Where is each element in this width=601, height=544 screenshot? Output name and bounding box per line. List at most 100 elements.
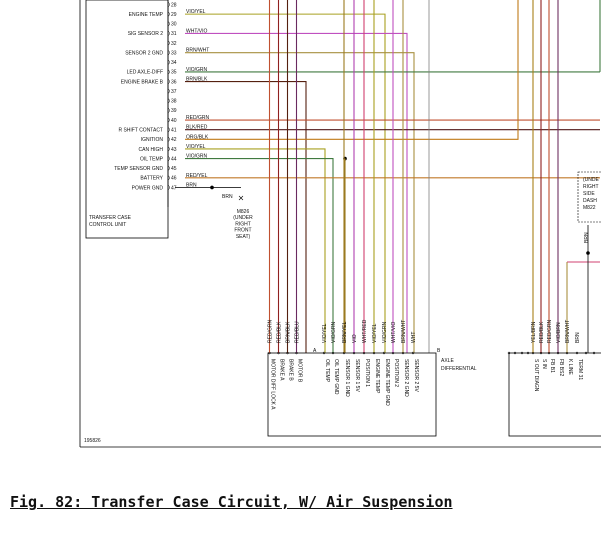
tcu-pin-label: BATTERY	[140, 176, 163, 182]
tcu-wire-label: RED/YEL	[186, 173, 208, 179]
figure-caption: Fig. 82: Transfer Case Circuit, W/ Air S…	[10, 493, 453, 511]
tcu-pin-number: 47	[171, 185, 177, 191]
tcu-pin-number: 43	[171, 147, 177, 153]
tcu-pin-number: 28	[171, 2, 177, 8]
ground-location-line: SEAT)	[236, 234, 251, 240]
tcu-pin-label: OIL TEMP	[140, 156, 164, 162]
tcu-pin-number: 45	[171, 166, 177, 172]
right-pin-label: TERM 31	[577, 359, 583, 380]
right-pin-label: FB B1	[549, 359, 555, 373]
tcu-pin-label: TEMP SENSOR GND	[114, 166, 163, 172]
tcu-title-2: CONTROL UNIT	[89, 222, 126, 228]
axle-wire-label: RED/BLK	[276, 321, 282, 343]
tcu-wire-label: BRN/BLK	[186, 77, 208, 83]
tcu-pin-label: SIG SENSOR 2	[128, 31, 164, 37]
tcu-pin-number: 40	[171, 118, 177, 124]
tcu-pin-number: 32	[171, 41, 177, 47]
pin-bracket	[167, 107, 170, 114]
axle-conn-b-label: B	[437, 348, 441, 354]
axle-wire-label: VIO/GRN	[331, 321, 337, 343]
right-wire-label: VIO/BRN	[556, 322, 562, 343]
right-pin-label: S OUT DIAGN	[533, 359, 539, 392]
tcu-pin-number: 29	[171, 12, 177, 18]
tcu-pin-number: 36	[171, 79, 177, 85]
pin-bracket	[167, 78, 170, 85]
axle-pin-label: OIL TEMP	[324, 359, 330, 383]
pin-bracket	[167, 1, 170, 8]
wire-oil-temp	[185, 158, 334, 353]
wire-sig-sensor-2	[185, 32, 408, 353]
right-wire-label: BRN/WHT	[565, 320, 571, 343]
pin-bracket	[167, 117, 170, 123]
pin-bracket	[167, 88, 170, 94]
figure-id: 195826	[84, 438, 101, 444]
axle-title-2: DIFFERENTIAL	[441, 366, 477, 372]
ground-wire-label: BRN	[222, 194, 233, 200]
pin-bracket	[167, 98, 170, 104]
tcu-wire-label: VIO/YEL	[186, 144, 206, 150]
tcu-pin-number: 39	[171, 108, 177, 114]
axle-wire-label: VIO/YEL	[322, 323, 328, 343]
ground-location-line: FRONT	[234, 228, 251, 234]
axle-pin-label: MOTOR DIFF LOCK A	[269, 359, 275, 410]
pin-bracket	[167, 49, 170, 56]
tcu-pin-number: 31	[171, 31, 177, 37]
tcu-title-1: TRANSFER CASE	[89, 215, 132, 221]
right-connector-box	[508, 352, 601, 437]
tcu-pin-number: 35	[171, 70, 177, 76]
wire-sensor-2-gnd	[185, 52, 415, 353]
tcu-pin-number: 41	[171, 127, 177, 133]
tcu-wire-label: RED/GRN	[186, 115, 209, 121]
right-wire-label: RED/BLK	[539, 321, 545, 343]
tcu-wire-label: WHT/VIO	[186, 28, 207, 34]
wire-engine-temp	[185, 13, 386, 353]
tcu-wire-label: ORG/BLK	[186, 134, 209, 140]
axle-pin-label: POSITION 2	[393, 359, 399, 387]
tcu-pin-number: 44	[171, 156, 177, 162]
tcu-wire-label: VIO/GRN	[186, 154, 208, 160]
axle-conn-a-label: A	[313, 348, 317, 354]
axle-wire-label: BRN/WHT	[401, 320, 407, 343]
tcu-pin-number: 46	[171, 176, 177, 182]
tcu-pin-label: SENSOR 2 GND	[125, 50, 163, 56]
axle-pin-label: MOTOR B	[296, 359, 302, 383]
axle-wire-label: WHT/RED	[362, 319, 368, 343]
right-note-line: M822	[583, 205, 596, 211]
tcu-pin-label: LED AXLE-DIFF	[127, 70, 163, 76]
axle-pin-label: SENSOR 1 GND	[344, 359, 350, 397]
wire-can-high	[185, 148, 326, 353]
axle-wire-label: WHT	[411, 332, 417, 343]
ground-splice	[210, 185, 214, 190]
pin-bracket	[167, 69, 170, 75]
axle-pin-label: ENGINE TEMP GND	[384, 359, 390, 406]
pin-bracket	[167, 146, 170, 152]
right-pin-label: FB BS2	[558, 359, 564, 376]
right-note-line: SIDE	[583, 191, 595, 197]
tcu-pin-number: 42	[171, 137, 177, 143]
tcu-pin-number: 30	[171, 22, 177, 28]
tcu-pin-label: IGNITION	[141, 137, 164, 143]
axle-wire-label: RED/GRN	[267, 320, 273, 343]
wire-engine-brake-b	[185, 80, 307, 353]
pin-bracket	[167, 40, 170, 46]
axle-pin-label: SENSOR 2 GND	[403, 359, 409, 397]
axle-connector-box	[267, 352, 437, 437]
axle-wire-label: BRN/BLK	[285, 321, 291, 343]
pin-bracket	[167, 11, 170, 17]
axle-pin-label: SENSOR 1 5V	[354, 359, 360, 392]
right-wire-label: BRN	[575, 332, 581, 343]
pin-bracket	[167, 21, 170, 27]
tcu-pin-number: 34	[171, 60, 177, 66]
axle-title-1: AXLE	[441, 358, 454, 364]
axle-pin-label: OIL TEMP GND	[333, 359, 339, 395]
axle-pin-label: BRAKE A	[278, 359, 284, 381]
ground-location-line: RIGHT	[235, 221, 251, 227]
